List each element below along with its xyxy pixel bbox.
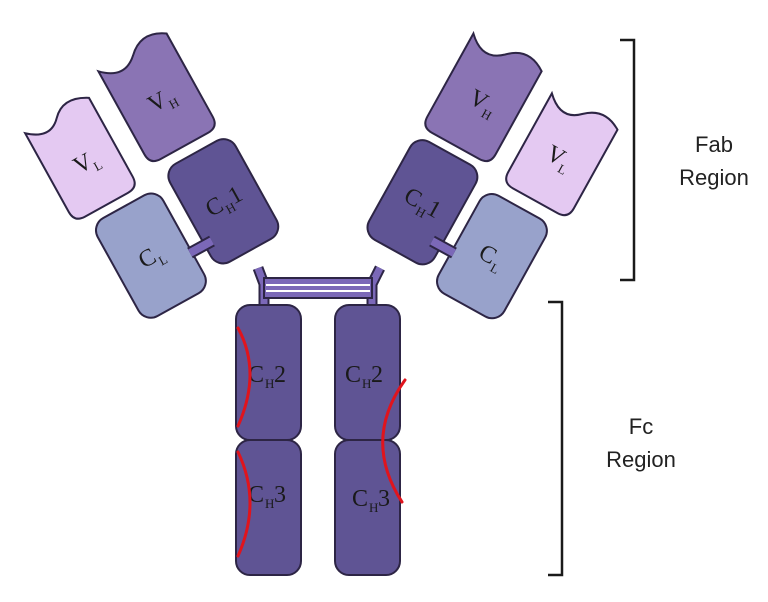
fc-region-label-line1: Fc — [629, 414, 653, 439]
right-ch3-label-tail: 3 — [378, 486, 390, 512]
left-ch2-red-marker — [236, 326, 252, 428]
left-ch3-label-main: C — [248, 482, 264, 508]
left-ch2-label-main: C — [248, 362, 264, 388]
left-ch1-domain: C H 1 — [167, 138, 280, 265]
right-ch2-domain: C H 2 — [334, 304, 401, 441]
left-ch3-label-sub: H — [265, 496, 274, 511]
fab-region-label-line2: Region — [679, 165, 749, 190]
right-ch3-domain: C H 3 — [334, 439, 401, 576]
right-ch2-ch3-red-marker — [381, 378, 407, 504]
right-ch2-label-tail: 2 — [371, 362, 383, 388]
left-ch3-red-marker — [236, 450, 252, 558]
right-ch2-label-main: C — [345, 362, 361, 388]
fc-region-label-line2: Region — [606, 447, 676, 472]
fab-region-label-line1: Fab — [695, 132, 733, 157]
left-vl-domain: V L — [23, 96, 136, 220]
right-vl-domain: V L — [505, 90, 619, 217]
left-ch2-domain: C H 2 — [235, 304, 302, 441]
right-ch3-label-main: C — [352, 486, 368, 512]
left-ch3-label-tail: 3 — [274, 482, 286, 508]
left-ch2-label-sub: H — [265, 376, 274, 391]
hinge-disulfide-bridges — [263, 277, 373, 299]
right-ch1-domain: C H 1 — [366, 139, 479, 266]
fab-region-bracket — [620, 38, 636, 282]
right-vh-domain: V H — [424, 30, 543, 163]
left-ch2-label-tail: 2 — [274, 362, 286, 388]
left-ch3-domain: C H 3 — [235, 439, 302, 576]
hinge-region — [252, 265, 385, 305]
left-vh-domain: V H — [96, 32, 216, 163]
right-cl-domain: C L — [436, 192, 548, 320]
right-ch3-label-sub: H — [369, 500, 378, 515]
right-ch2-label-sub: H — [362, 376, 371, 391]
fc-region-bracket — [548, 300, 564, 577]
left-cl-domain: C L — [95, 192, 207, 319]
